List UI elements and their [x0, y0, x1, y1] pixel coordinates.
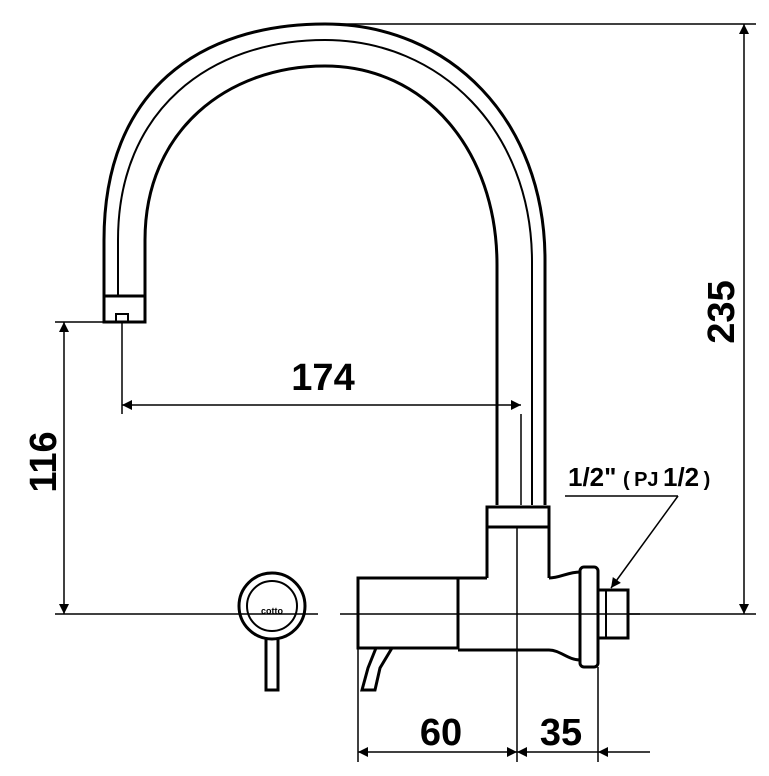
wall-flange — [578, 565, 600, 669]
thread-size-a: 1/2" — [568, 462, 616, 492]
thread-spec-leader — [565, 495, 679, 589]
dimension-label-35: 35 — [540, 712, 582, 754]
thread-spec-label: 1/2" ( PJ 1/2 ) — [568, 462, 710, 492]
spout-outer-line — [102, 22, 547, 505]
thread-standard: PJ — [634, 469, 658, 491]
thread-size-b: 1/2 — [663, 462, 699, 492]
dimension-label-116: 116 — [23, 431, 65, 492]
spout-collar — [485, 505, 551, 529]
front-view-inner-ring — [246, 580, 298, 632]
thread-leader-line — [610, 495, 679, 589]
front-view-stem — [264, 639, 280, 692]
valve-housing — [458, 570, 582, 662]
dimension-spout-height — [55, 321, 230, 615]
dimension-total-height — [325, 23, 756, 615]
spout-middle-line — [117, 38, 533, 505]
dimension-label-235: 235 — [701, 280, 743, 343]
front-view-outer-ring — [237, 571, 307, 641]
faucet-body — [340, 505, 640, 692]
spout-tip — [102, 294, 147, 324]
handle-lever — [360, 647, 394, 692]
thread-paren-close: ) — [704, 469, 711, 491]
front-view-handle: cotto — [230, 571, 318, 692]
dimension-body-depths — [357, 527, 650, 762]
valve-body — [356, 576, 460, 650]
dimension-label-174: 174 — [291, 357, 354, 399]
logo-text: cotto — [261, 606, 283, 616]
dimension-spout-reach — [121, 322, 522, 505]
dimension-label-60: 60 — [420, 712, 462, 754]
faucet-spout — [102, 22, 547, 505]
body-column — [485, 527, 551, 578]
thread-paren-open: ( — [623, 469, 630, 491]
spout-inner-line — [143, 64, 499, 505]
